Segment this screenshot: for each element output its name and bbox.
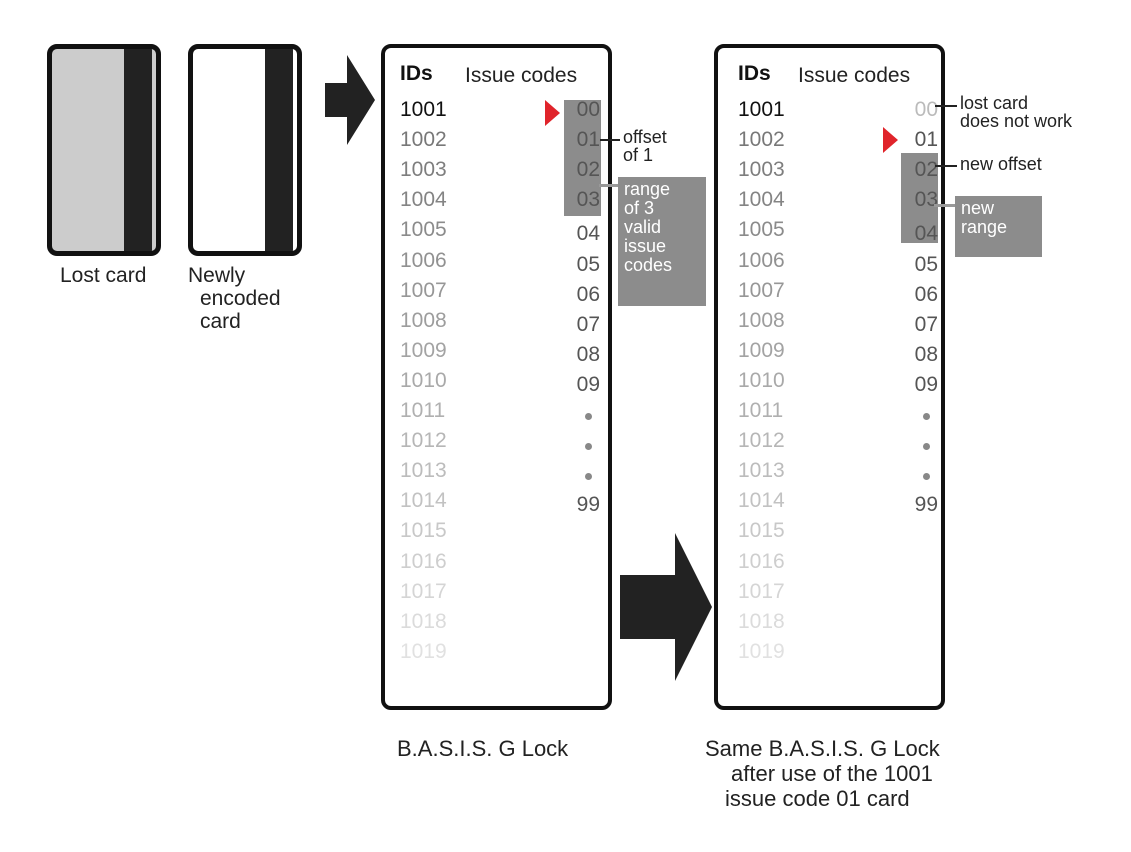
id-row: 1018: [400, 609, 447, 633]
issue-codes-header: Issue codes: [798, 64, 911, 87]
issue-code: 08: [576, 342, 600, 366]
id-row: 1013: [400, 459, 447, 483]
range-leader-line: [599, 184, 621, 187]
id-row: 1017: [400, 579, 447, 603]
lost-card-label: Lost card: [60, 264, 147, 287]
new-offset-note: new offset: [960, 154, 1042, 174]
id-row: 1014: [400, 489, 447, 513]
id-row: 1009: [400, 338, 447, 362]
id-row: 1006: [738, 248, 785, 272]
issue-code: 09: [914, 372, 938, 396]
issue-code: 05: [576, 252, 600, 276]
ids-header: IDs: [738, 62, 771, 85]
valid-range-highlight: [901, 153, 938, 243]
issue-code: 02: [914, 158, 938, 182]
magnetic-stripe: [265, 49, 293, 251]
id-row: 1014: [738, 489, 785, 513]
issue-code: 00: [576, 98, 600, 121]
id-row: 1002: [738, 128, 785, 152]
id-row: 1017: [738, 579, 785, 603]
issue-code: 06: [914, 282, 938, 306]
red-triangle-pointer-icon: [883, 127, 898, 153]
new-card: [188, 44, 302, 256]
range-note: range of 3 valid issue codes: [618, 177, 706, 306]
id-row: 1004: [400, 188, 447, 212]
issue-code: 03: [914, 188, 938, 212]
offset-leader-line: [600, 139, 620, 141]
issue-code-last: 99: [576, 493, 600, 517]
id-row: 1011: [738, 399, 784, 422]
issue-code: 06: [576, 282, 600, 306]
id-row: 1005: [400, 218, 447, 242]
issue-code: 02: [576, 158, 600, 182]
lost-card-note: lost card does not work: [960, 93, 1073, 131]
new-card-label: Newly encoded card: [188, 264, 281, 333]
ellipsis-dot: [585, 473, 592, 481]
issue-codes-header: Issue codes: [465, 64, 578, 87]
magnetic-stripe: [124, 49, 152, 251]
new-range-leader-line: [934, 204, 956, 207]
issue-code: 07: [914, 312, 938, 336]
id-row: 1012: [738, 429, 785, 453]
id-row: 1018: [738, 609, 785, 633]
panel1-caption: B.A.S.I.S. G Lock: [397, 736, 569, 761]
id-row: 1019: [738, 639, 785, 663]
issue-code: 04: [576, 222, 600, 246]
id-row: 1013: [738, 459, 785, 483]
id-row: 1009: [738, 338, 785, 362]
new-range-note: new range: [955, 196, 1042, 257]
id-row: 1019: [400, 639, 447, 663]
issue-code: 04: [914, 222, 938, 246]
issue-code: 00: [914, 98, 938, 121]
lost-leader-line: [935, 105, 957, 107]
red-triangle-pointer-icon: [545, 100, 560, 126]
id-row: 1012: [400, 429, 447, 453]
id-row: 1001: [400, 98, 447, 121]
panel2-caption: Same B.A.S.I.S. G Lock after use of the …: [705, 736, 940, 811]
ellipsis-dot: [923, 443, 930, 451]
id-row: 1005: [738, 218, 785, 242]
ellipsis-dot: [585, 443, 592, 451]
id-row: 1007: [400, 278, 447, 302]
issue-code: 07: [576, 312, 600, 336]
issue-code: 08: [914, 342, 938, 366]
id-row: 1006: [400, 248, 447, 272]
id-row: 1016: [738, 549, 785, 573]
offset-note: offset of 1: [623, 127, 667, 165]
lost-card: [47, 44, 161, 256]
id-row: 1010: [738, 368, 785, 392]
id-row: 1010: [400, 368, 447, 392]
id-row: 1008: [400, 308, 447, 332]
id-row: 1003: [738, 158, 785, 182]
id-row: 1003: [400, 158, 447, 182]
right-arrow-icon: [620, 533, 712, 681]
issue-code: 03: [576, 188, 600, 212]
lock-panel-after-use: IDs Issue codes 1001 1002 1003 1004 1005 1006…: [714, 44, 945, 710]
issue-code: 09: [576, 372, 600, 396]
issue-code-last: 99: [914, 493, 938, 517]
issue-code: 01: [576, 128, 600, 152]
ellipsis-dot: [923, 473, 930, 481]
issue-code: 05: [914, 252, 938, 276]
id-row: 1011: [400, 399, 446, 422]
id-row: 1015: [400, 519, 447, 543]
issue-code: 01: [914, 128, 938, 152]
id-row: 1015: [738, 519, 785, 543]
right-arrow-icon: [325, 55, 375, 145]
new-offset-leader-line: [935, 165, 957, 167]
id-row: 1002: [400, 128, 447, 152]
ellipsis-dot: [923, 413, 930, 420]
lock-panel-original: IDs Issue codes 1001 1002 1003 1004 1005 1006…: [381, 44, 612, 710]
ellipsis-dot: [585, 413, 592, 420]
id-row: 1004: [738, 188, 785, 212]
id-row: 1016: [400, 549, 447, 573]
id-row: 1008: [738, 308, 785, 332]
id-row: 1001: [738, 98, 785, 121]
ids-header: IDs: [400, 62, 433, 85]
valid-range-highlight: [564, 100, 601, 216]
id-row: 1007: [738, 278, 785, 302]
